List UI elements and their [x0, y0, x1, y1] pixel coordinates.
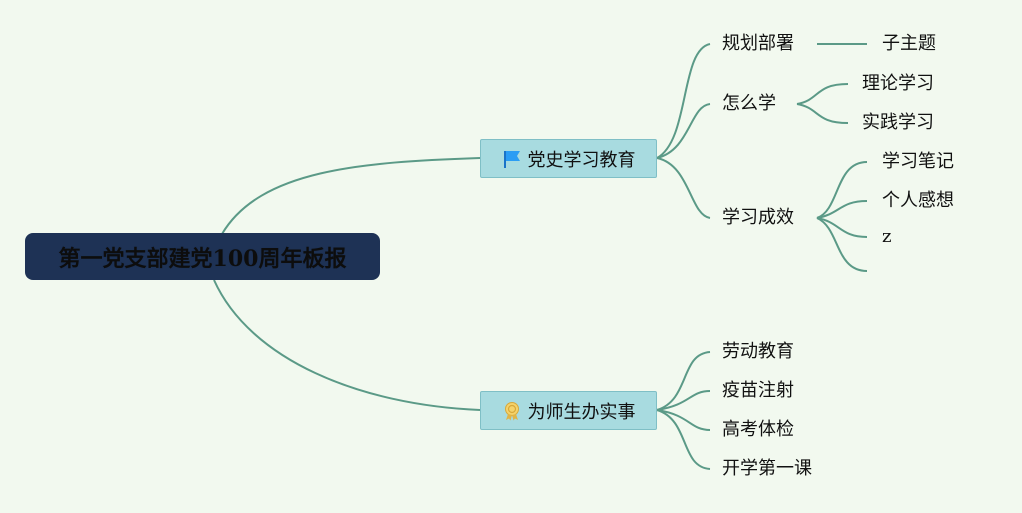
topic-ganxiang[interactable]: 个人感想	[882, 190, 954, 211]
connector-chengxiao-biji	[816, 161, 868, 219]
topic-chengxiao[interactable]: 学习成效	[722, 207, 794, 228]
branch-topic-party-history[interactable]: 党史学习教育	[480, 139, 657, 178]
topic-zizhuti[interactable]: 子主题	[882, 33, 936, 54]
topic-kaixue[interactable]: 开学第一课	[722, 458, 812, 479]
branch-topic-label: 为师生办实事	[527, 401, 636, 423]
connector-b1-zenme	[656, 103, 711, 159]
topic-zenmexue[interactable]: 怎么学	[722, 93, 776, 114]
connector-zenme-shijian	[796, 103, 849, 124]
topic-z[interactable]: z	[882, 226, 892, 247]
topic-gaokao[interactable]: 高考体检	[722, 419, 794, 440]
flag-icon	[503, 150, 520, 168]
branch-topic-serve-students[interactable]: 为师生办实事	[480, 391, 657, 430]
connector-b2-laodong	[656, 351, 711, 411]
connector-root-branch1	[221, 157, 481, 235]
connector-root-branch2	[213, 279, 481, 411]
topic-lilun[interactable]: 理论学习	[862, 73, 934, 94]
connector-chengxiao-ganxiang	[816, 200, 868, 219]
medal-icon	[504, 401, 519, 420]
connector-b1-chengxiao	[656, 157, 711, 219]
connector-b1-guihua	[656, 43, 711, 159]
topic-yimiao[interactable]: 疫苗注射	[722, 380, 794, 401]
topic-biji[interactable]: 学习笔记	[882, 151, 954, 172]
topic-laodong[interactable]: 劳动教育	[722, 341, 794, 362]
connector-chengxiao-empty	[816, 217, 868, 272]
root-topic[interactable]: 第一党支部建党100周年板报	[25, 233, 380, 280]
topic-guihua[interactable]: 规划部署	[722, 33, 794, 54]
topic-shijian[interactable]: 实践学习	[862, 112, 934, 133]
connector-b2-gaokao	[656, 409, 711, 431]
connector-zenme-lilun	[796, 83, 849, 105]
connector-chengxiao-z	[816, 217, 868, 238]
connector-b2-yimiao	[656, 390, 711, 411]
connector-b2-kaixue	[656, 409, 711, 470]
branch-topic-label: 党史学习教育	[527, 149, 636, 171]
root-topic-label: 第一党支部建党100周年板报	[58, 245, 347, 272]
